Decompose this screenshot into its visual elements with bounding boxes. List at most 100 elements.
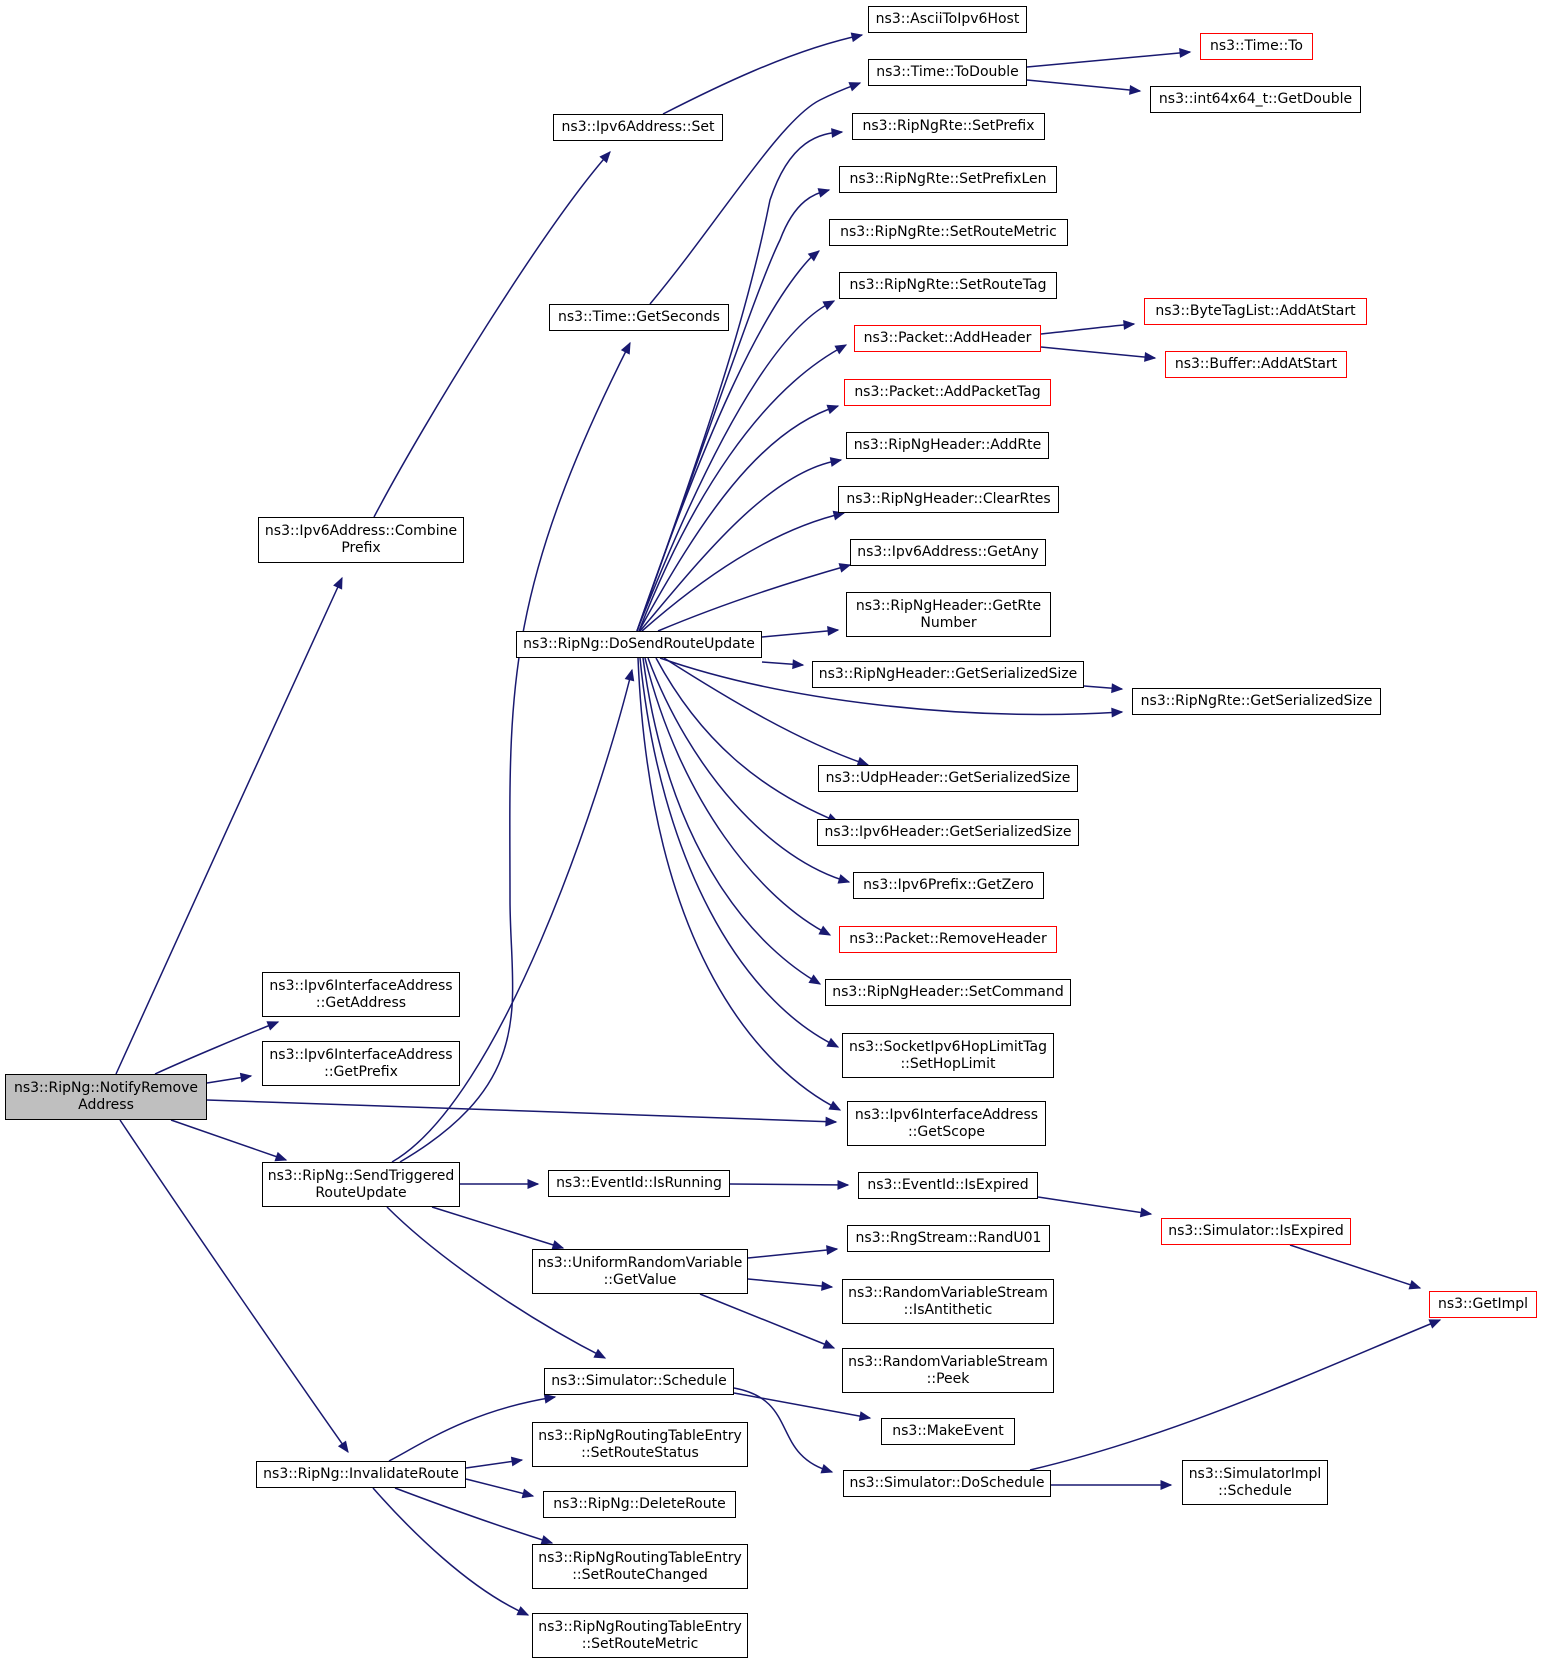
edge-n7-to-n14 [394,1487,554,1545]
edge-arrowhead [825,1116,838,1127]
function-node[interactable]: ns3::RipNgHeader::SetCommand [825,979,1071,1006]
function-node[interactable]: ns3::Ipv6Address::GetAny [850,539,1046,566]
function-node[interactable]: ns3::RipNgRte::SetPrefix [852,113,1045,140]
function-node[interactable]: ns3::Ipv6Prefix::GetZero [853,872,1044,899]
edge-arrowhead [266,1021,280,1031]
function-node[interactable]: ns3::RipNgRte::SetRouteTag [839,272,1057,299]
function-node[interactable]: ns3::Buffer::AddAtStart [1165,351,1347,378]
edge-arrowhead [831,128,844,138]
edge-arrowhead [333,576,343,590]
function-node[interactable]: ns3::RipNgRoutingTableEntry ::SetRouteMe… [532,1613,748,1658]
function-node[interactable]: ns3::MakeEvent [881,1418,1015,1445]
function-node[interactable]: ns3::RngStream::RandU01 [847,1225,1050,1252]
edge-line [431,1206,564,1249]
edge-line [636,250,820,632]
edge-arrowhead [1139,1207,1153,1218]
function-node[interactable]: ns3::RipNgRte::SetRouteMetric [829,219,1068,246]
function-node[interactable]: ns3::Ipv6Address::Set [553,114,723,141]
function-node[interactable]: ns3::Simulator::Schedule [544,1368,734,1395]
function-node[interactable]: ns3::RipNgRte::GetSerializedSize [1132,688,1381,715]
function-node[interactable]: ns3::RipNgHeader::ClearRtes [838,486,1059,513]
edge-line [747,1278,833,1288]
function-node[interactable]: ns3::GetImpl [1429,1291,1537,1318]
edge-line [373,151,611,518]
edge-n0-to-n6 [206,1099,838,1127]
edge-n45-to-n12 [1289,1244,1422,1290]
function-node[interactable]: ns3::Packet::AddHeader [854,325,1041,352]
function-node[interactable]: ns3::RipNgHeader::GetRte Number [846,592,1051,637]
edge-n19-to-n20 [1040,320,1136,335]
edge-line [1289,1244,1421,1289]
edge-arrowhead [1408,1280,1422,1290]
edge-line [644,657,831,936]
edge-n18-to-n26 [761,626,840,638]
edge-line [657,564,851,632]
function-node[interactable]: ns3::AsciiToIpv6Host [868,6,1027,33]
function-node[interactable]: ns3::Simulator::DoSchedule [843,1470,1051,1497]
function-node[interactable]: ns3::Ipv6Header::GetSerializedSize [817,819,1079,846]
edge-arrowhead [527,1179,540,1189]
edge-line [649,82,861,305]
function-node[interactable]: ns3::Time::ToDouble [868,59,1027,86]
function-node[interactable]: ns3::Time::To [1200,33,1313,60]
function-node[interactable]: ns3::int64x64_t::GetDouble [1150,86,1361,113]
edge-arrowhead [838,563,852,573]
edge-arrowhead [818,925,832,936]
function-node[interactable]: ns3::RipNg::DeleteRoute [543,1491,736,1518]
function-node[interactable]: ns3::RandomVariableStream ::Peek [842,1348,1054,1393]
function-node[interactable]: ns3::RipNg::InvalidateRoute [256,1461,466,1488]
function-node[interactable]: ns3::Ipv6InterfaceAddress ::GetAddress [262,972,460,1017]
function-node[interactable]: ns3::SocketIpv6HopLimitTag ::SetHopLimit [842,1033,1054,1078]
function-node[interactable]: ns3::EventId::IsRunning [548,1170,730,1197]
edge-n18-to-n38 [636,300,836,632]
function-node[interactable]: ns3::Packet::RemoveHeader [839,926,1057,953]
edge-line [170,1119,287,1161]
edge-n11-to-n12 [1029,1319,1442,1471]
edge-line [636,300,835,632]
edge-arrowhead [1160,1480,1173,1490]
function-node[interactable]: ns3::RipNgRte::SetPrefixLen [839,166,1057,193]
function-node[interactable]: ns3::RipNgRoutingTableEntry ::SetRouteCh… [532,1544,748,1589]
function-node[interactable]: ns3::SimulatorImpl ::Schedule [1182,1460,1328,1505]
edge-n46-to-n49 [699,1293,836,1349]
edge-line [394,1487,553,1544]
edge-n2-to-n3 [662,32,864,115]
edge-n46-to-n47 [747,1245,839,1259]
edge-arrowhead [1179,48,1192,58]
edge-arrowhead [620,341,631,355]
function-node[interactable]: ns3::UdpHeader::GetSerializedSize [818,765,1078,792]
function-node[interactable]: ns3::Ipv6InterfaceAddress ::GetScope [847,1101,1046,1146]
function-node[interactable]: ns3::RipNg::SendTriggered RouteUpdate [262,1162,460,1207]
edge-n18-to-n6 [637,657,842,1111]
function-node[interactable]: ns3::Packet::AddPacketTag [844,379,1051,406]
function-node[interactable]: ns3::Time::GetSeconds [549,304,729,331]
function-node[interactable]: ns3::EventId::IsExpired [858,1172,1038,1199]
edge-n18-to-n27 [761,659,805,670]
edge-arrowhead [1428,1319,1442,1329]
edge-arrowhead [543,1393,557,1404]
edge-arrowhead [1129,85,1142,95]
root-function-node: ns3::RipNg::NotifyRemove Address [5,1074,207,1120]
edge-line [1040,323,1135,335]
function-node[interactable]: ns3::UniformRandomVariable ::GetValue [532,1249,748,1294]
function-node[interactable]: ns3::Ipv6InterfaceAddress ::GetPrefix [262,1041,460,1086]
function-node[interactable]: ns3::RipNg::DoSendRouteUpdate [516,631,762,658]
function-node[interactable]: ns3::ByteTagList::AddAtStart [1144,298,1367,325]
edge-n7-to-n15 [372,1487,530,1616]
edge-n0-to-n4 [154,1021,280,1075]
edge-line [638,344,847,632]
function-node[interactable]: ns3::Ipv6Address::Combine Prefix [258,517,464,563]
function-node[interactable]: ns3::RandomVariableStream ::IsAntithetic [842,1279,1054,1324]
edge-arrowhead [551,1240,565,1250]
edge-n9-to-n10 [733,1392,872,1421]
edge-arrowhead [822,300,836,311]
edge-n43-to-n44 [729,1179,850,1190]
function-node[interactable]: ns3::RipNgHeader::AddRte [846,432,1049,459]
edge-arrowhead [274,1151,288,1162]
function-node[interactable]: ns3::RipNgHeader::GetSerializedSize [812,661,1084,688]
function-node[interactable]: ns3::Simulator::IsExpired [1161,1218,1351,1245]
edge-n40-to-n42 [1026,79,1142,95]
function-node[interactable]: ns3::RipNgRoutingTableEntry ::SetRouteSt… [532,1422,748,1467]
